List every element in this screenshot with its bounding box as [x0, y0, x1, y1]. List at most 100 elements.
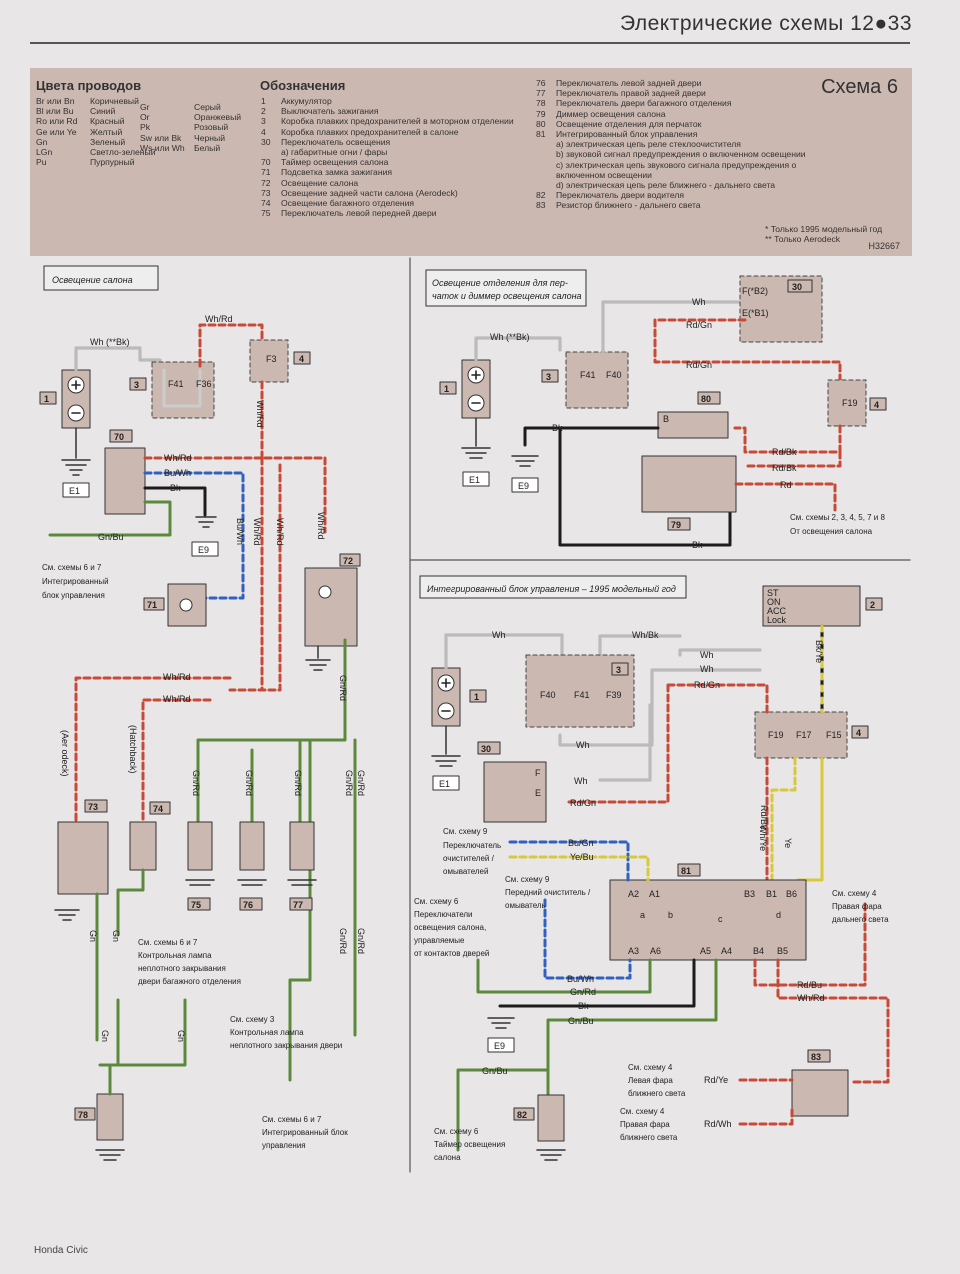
- wire-bugn: [508, 840, 630, 882]
- wire-label: Wh/Rd: [255, 400, 265, 428]
- legend-text: Черный: [194, 132, 226, 143]
- wire-wh-bk: [74, 346, 162, 372]
- tag-72: [339, 553, 361, 567]
- ground-icon: [61, 459, 91, 476]
- wire-label: Rd/Gn: [686, 320, 712, 330]
- wire-label: Wh/Rd: [164, 453, 192, 463]
- legend-code: 4: [261, 126, 266, 137]
- label-e9: E9: [518, 481, 529, 491]
- wire-label: Wh: [700, 650, 714, 660]
- panel-title-frame: [43, 265, 159, 291]
- fuse-label: F40: [606, 370, 622, 380]
- legend-code: Br или Bn: [36, 96, 75, 106]
- wire-bk-icu: [498, 958, 696, 1008]
- legend-text: Переключатель двери водителя: [556, 190, 685, 201]
- note-line: Левая фара: [628, 1076, 673, 1085]
- tag-4: [869, 397, 887, 411]
- panel-title-frame: [425, 269, 587, 307]
- legend-text: Диммер освещения салона: [556, 108, 666, 119]
- ground-e9-gb: [511, 477, 539, 493]
- tag-1: [39, 391, 57, 405]
- note-line: дальнего света: [832, 915, 889, 924]
- ignition-switch-2: [762, 585, 861, 627]
- tag-82: [513, 1107, 535, 1121]
- fuse-label: F41: [574, 690, 590, 700]
- ground-e1-gb: [462, 471, 490, 487]
- legend-code: 83: [536, 200, 546, 211]
- legend-text: Освещение салона: [281, 177, 359, 188]
- wire-label: Rd/Gn: [686, 360, 712, 370]
- wire-label: Rd/Bk: [772, 463, 797, 473]
- comp-73: 73: [88, 802, 98, 812]
- tag-83: [807, 1049, 831, 1063]
- wire-rdwh-83: [738, 1104, 794, 1126]
- label-e1: E1: [439, 779, 450, 789]
- comp-30: 30: [792, 282, 802, 292]
- wire-label: Gn/Rd: [293, 770, 303, 796]
- icu-pin: B3: [744, 889, 755, 899]
- ground-icon: [431, 725, 461, 767]
- fuse-box-3: [151, 361, 215, 419]
- comp-76: 76: [243, 900, 253, 910]
- wire-whrd-branch: [228, 456, 282, 692]
- legend-code: Sw или Bk: [140, 132, 182, 143]
- fuse-label: F39: [606, 690, 622, 700]
- wire-label: Wh (**Bk): [90, 337, 130, 347]
- legend-code: 81: [536, 129, 546, 140]
- comp-70: 70: [114, 432, 124, 442]
- wire-label: Bk/Ye: [814, 640, 824, 663]
- legend-row: 81 Интегрированный блок управления: [536, 129, 806, 139]
- wire-wh-gb: [601, 300, 747, 354]
- wire-label: Wh: [700, 664, 714, 674]
- legend-text: Серый: [194, 102, 221, 112]
- legend-code: Or: [140, 112, 150, 123]
- wire-label: Rd/Bk: [772, 447, 797, 457]
- ignition-pos: Lock: [767, 615, 787, 625]
- legend-text: b) звуковой сигнал предупреждения о вклю…: [556, 149, 806, 160]
- note-line: См. схемы 2, 3, 4, 5, 7 и 8: [790, 513, 885, 522]
- fuse-box-3-gb: [565, 351, 629, 409]
- comp-4: 4: [856, 728, 861, 738]
- icu-pin: A6: [650, 946, 661, 956]
- label-e9: E9: [198, 545, 209, 555]
- wire-rdbk-gb: [733, 424, 842, 468]
- wire-label: Gn/Rd: [191, 770, 201, 796]
- ground-e9-icu: [487, 1037, 515, 1053]
- header-rule: [30, 42, 910, 44]
- wire-wh-bk-gb: [474, 336, 562, 362]
- legend-text: Таймер освещения салона: [281, 157, 389, 168]
- wire-label: Gn/Bu: [482, 1066, 508, 1076]
- tag-4: [293, 351, 311, 365]
- footer-brand: Honda Civic: [34, 1245, 88, 1256]
- legend-code: 70: [261, 157, 271, 168]
- wire-label: Wh/Rd: [797, 993, 825, 1003]
- legend-text: Переключатель левой передней двери: [281, 208, 437, 219]
- legend-text: включенном освещении: [556, 169, 652, 180]
- legend-code: 82: [536, 190, 546, 201]
- plus-sign-icon: [441, 678, 451, 712]
- switch-77: [289, 821, 315, 871]
- legend-text: Интегрированный блок управления: [556, 129, 698, 140]
- note-line: ближнего света: [628, 1089, 686, 1098]
- legend-text: Переключатель правой задней двери: [556, 88, 706, 99]
- note-aerodeck: ** Только Aerodeck: [765, 234, 841, 245]
- wire-label: Rd/Gn: [570, 798, 596, 808]
- legend-text: Коричневый: [90, 96, 139, 106]
- wire-rdbu-icu: [753, 898, 867, 987]
- legend-text: Красный: [90, 116, 125, 127]
- ground-icon: [461, 417, 491, 459]
- legend-text: Пурпурный: [90, 157, 135, 168]
- note-line: блок управления: [42, 591, 105, 600]
- legend-text: Желтый: [90, 126, 123, 137]
- tag-73: [84, 799, 108, 813]
- tag-3: [129, 377, 147, 391]
